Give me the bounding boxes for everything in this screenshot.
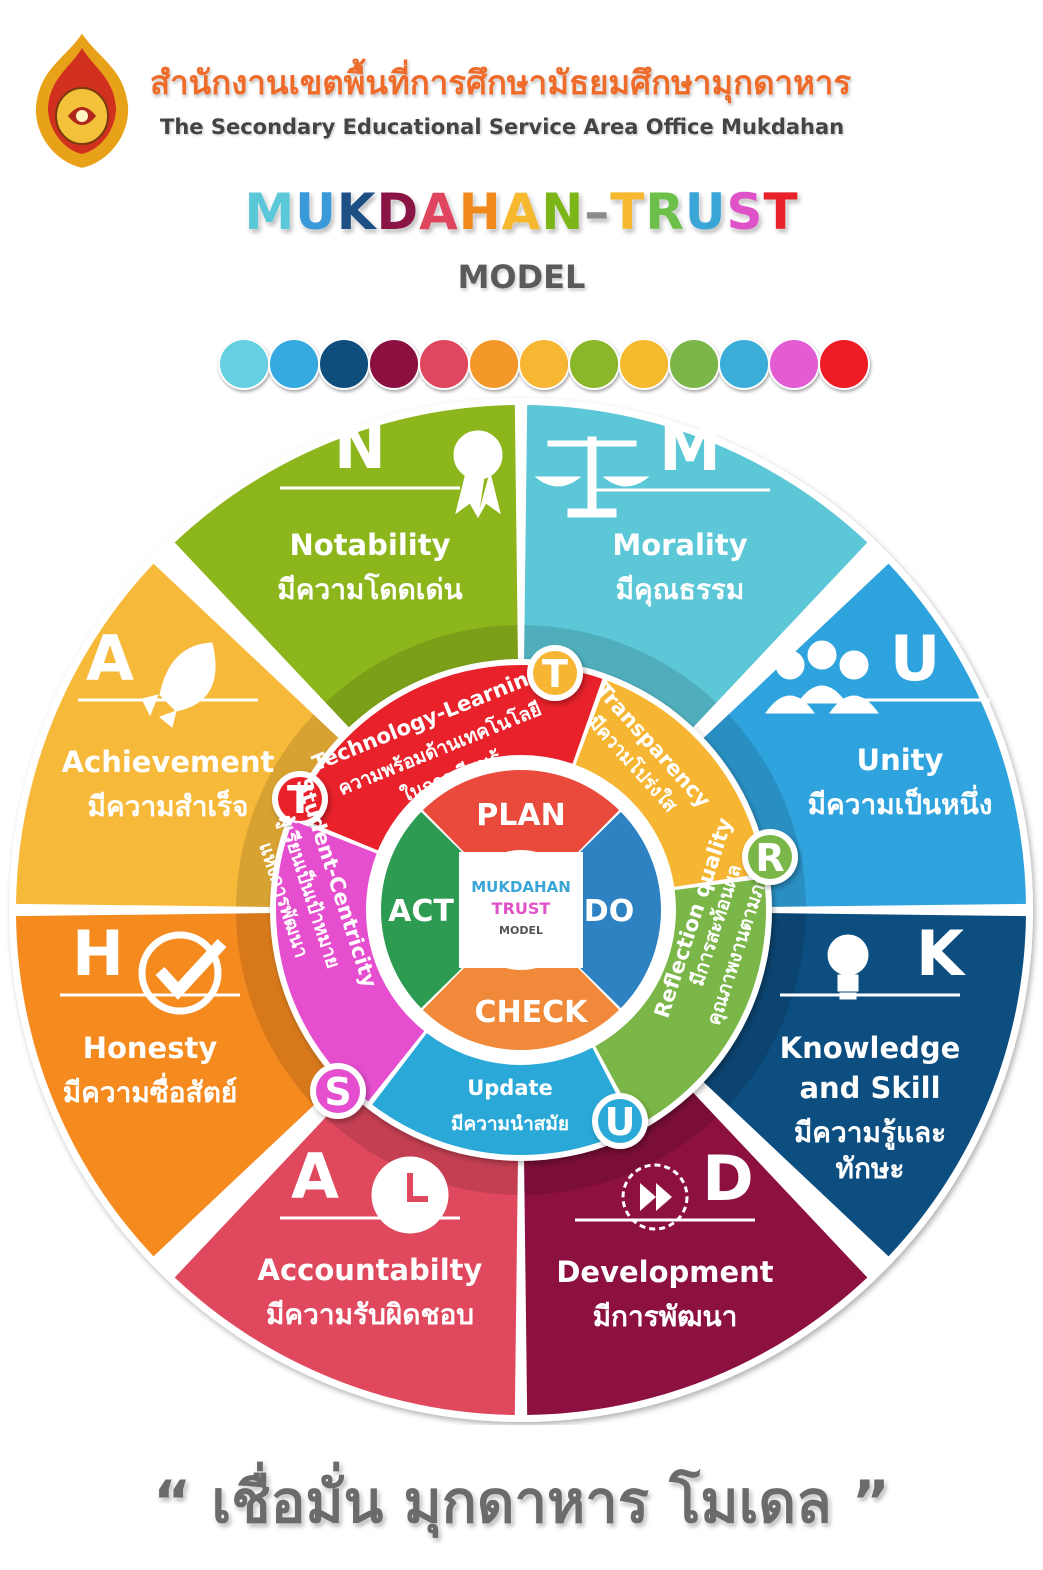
pdca-plan-quadrant [422, 770, 620, 868]
slogan: “ เชื่อมั่น มุกดาหาร โมเดล ” [153, 1468, 890, 1536]
org-name-english: The Secondary Educational Service Area O… [160, 115, 845, 139]
segment-title: Accountabilty [258, 1253, 483, 1287]
palette-dot [718, 338, 770, 390]
segment-letter: A [86, 622, 134, 695]
segment-honesty: H Honesty มีความซื่อสัตย์ [16, 912, 354, 1257]
title-letter: K [336, 183, 377, 241]
title-letter: M [244, 183, 296, 241]
title-letter: A [419, 183, 459, 241]
segment-title: Morality [612, 528, 747, 562]
award-ribbon-icon [453, 430, 503, 519]
segment-thai: มีความโดดเด่น [277, 572, 462, 606]
palette-dot [668, 338, 720, 390]
segment-letter: A [291, 1140, 339, 1213]
office-emblem-logo [31, 26, 133, 173]
pdca-center-box [459, 852, 583, 968]
clock-icon [371, 1156, 449, 1234]
palette-dot [318, 338, 370, 390]
title-letter: T [763, 183, 799, 241]
trust-ring-student-centricity: Student-Centricityผู้เรียนเป็นเป้าหมายแห… [254, 775, 425, 1119]
segment-title: Unity [857, 743, 944, 777]
segment-letter: K [916, 917, 966, 990]
palette-dot [418, 338, 470, 390]
palette-dot [518, 338, 570, 390]
title-letter: H [458, 183, 502, 241]
palette-dot [468, 338, 520, 390]
ring-letter-badge: S [310, 1063, 366, 1119]
group-people-icon [765, 640, 879, 714]
rocket-icon [141, 642, 216, 728]
segment-thai: มีความซื่อสัตย์ [63, 1072, 238, 1109]
title-letter: D [376, 183, 420, 241]
pdca-do-quadrant [563, 811, 661, 1009]
segment-thai: มีความเป็นหนึ่ง [808, 784, 993, 821]
segment-title: Honesty [83, 1031, 218, 1065]
center-title: MUKDAHAN [471, 878, 571, 896]
ring-title: Update [467, 1076, 553, 1100]
segment-thai: มีคุณธรรม [616, 573, 745, 607]
segment-title-line2: and Skill [799, 1071, 940, 1105]
pdca-act-quadrant [380, 811, 479, 1009]
ring-letter-badge: R [742, 829, 798, 885]
palette-dot [618, 338, 670, 390]
ring-letter-badge: T [272, 771, 328, 827]
segment-title: Notability [290, 528, 451, 562]
ring-letter: R [755, 836, 784, 880]
ring-letter: U [605, 1100, 636, 1144]
palette-dot [218, 338, 270, 390]
trust-ring-update: Update มีความนำสมัย U [372, 1033, 648, 1155]
model-title: MUKDAHAN – TRUST [0, 183, 1043, 241]
segment-thai: มีการพัฒนา [593, 1300, 738, 1333]
pdca-check-label: CHECK [475, 995, 590, 1030]
segment-letter: M [659, 412, 721, 485]
segment-thai: มีความรู้และ [794, 1116, 946, 1150]
center-subtitle: TRUST [492, 899, 551, 918]
center-model: MODEL [499, 924, 543, 937]
header: สำนักงานเขตพื้นที่การศึกษามัธยมศึกษามุกด… [0, 0, 1043, 180]
title-letter: S [726, 183, 764, 241]
palette-dot [368, 338, 420, 390]
ring-letter: S [324, 1070, 351, 1114]
title-letter: T [610, 183, 646, 241]
title-letter: R [645, 183, 685, 241]
segment-letter: U [890, 622, 940, 695]
segment-thai: มีความรับผิดชอบ [266, 1298, 474, 1331]
color-palette-dots [218, 338, 870, 390]
pdca-act-label: ACT [388, 894, 454, 929]
ring-letter: T [287, 778, 313, 822]
fast-forward-icon [621, 1163, 689, 1231]
palette-dot [768, 338, 820, 390]
org-name-thai: สำนักงานเขตพื้นที่การศึกษามัธยมศึกษามุกด… [150, 63, 852, 102]
segment-thai-line2: ทักษะ [836, 1152, 905, 1185]
lightbulb-icon [827, 934, 869, 1000]
trust-model-wheel: N Notability มีความโดดเด่น M Morality มีคุณธร… [9, 398, 1033, 1422]
palette-dot [268, 338, 320, 390]
segment-letter: H [72, 917, 124, 990]
segment-title: Development [556, 1255, 773, 1289]
segment-thai: มีความสำเร็จ [88, 789, 249, 823]
segment-title: Achievement [62, 745, 275, 779]
ring-thai: มีความนำสมัย [451, 1113, 569, 1135]
pdca-plan-label: PLAN [476, 798, 565, 833]
segment-title: Knowledge [780, 1031, 961, 1065]
title-letter: – [584, 183, 611, 241]
ring-letter-badge: T [527, 645, 583, 701]
checkmark-icon [138, 931, 227, 1015]
title-letter: U [684, 183, 727, 241]
model-subtitle: MODEL [457, 258, 586, 296]
title-letter: U [295, 183, 337, 241]
segment-letter: D [702, 1142, 753, 1215]
title-letter: A [501, 183, 542, 241]
pdca-check-quadrant [422, 952, 620, 1050]
palette-dot [818, 338, 870, 390]
segment-letter: N [334, 410, 386, 483]
scales-icon [534, 436, 650, 518]
palette-dot [568, 338, 620, 390]
title-letter: N [541, 183, 585, 241]
pdca-do-label: DO [584, 894, 634, 929]
ring-letter: T [542, 652, 568, 696]
ring-letter-badge: U [592, 1093, 648, 1149]
